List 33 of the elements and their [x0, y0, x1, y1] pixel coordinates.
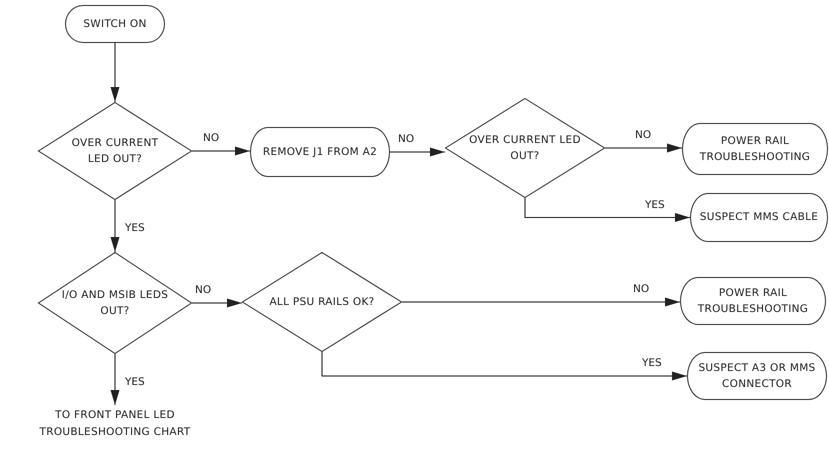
process-box [680, 277, 826, 325]
flow-arrow [322, 352, 688, 380]
process-box [682, 123, 828, 175]
decision-diamond [445, 98, 605, 198]
node-label: OVER CURRENT LED OUT? [70, 136, 160, 167]
process-box [690, 193, 828, 242]
process-box [687, 352, 827, 400]
flow-arrow [110, 200, 120, 252]
node-label: POWER RAIL TROUBLESHOOTING [696, 286, 810, 317]
node-label: OVER CURRENT LED OUT? [468, 132, 582, 164]
flow-arrow [192, 146, 250, 156]
node-label: I/O AND MSIB LEDS OUT? [60, 288, 170, 319]
flow-arrow [604, 144, 682, 152]
flow-arrow [110, 354, 120, 406]
terminal-box [65, 5, 165, 43]
flow-end-note: TO FRONT PANEL LED TROUBLESHOOTING CHART [10, 405, 220, 443]
node-label: POWER RAIL TROUBLESHOOTING [698, 134, 812, 165]
flow-arrow [110, 42, 120, 102]
decision-diamond [38, 252, 192, 354]
edge-label: YES [644, 198, 666, 212]
flow-arrow [402, 298, 680, 306]
node-label: SUSPECT MMS CABLE [700, 210, 818, 226]
decision-diamond [242, 252, 402, 352]
node-label: ALL PSU RAILS OK? [269, 294, 375, 310]
node-label: SUSPECT A3 OR MMS CONNECTOR [697, 360, 817, 392]
node-label: REMOVE J1 FROM A2 [262, 144, 378, 160]
edge-label: YES [124, 376, 146, 388]
process-box [250, 127, 390, 177]
flow-arrow [524, 198, 690, 222]
flow-arrow [192, 298, 242, 308]
decision-diamond [38, 102, 192, 200]
node-label: SWITCH ON [83, 16, 147, 32]
flow-arrow [390, 148, 446, 156]
